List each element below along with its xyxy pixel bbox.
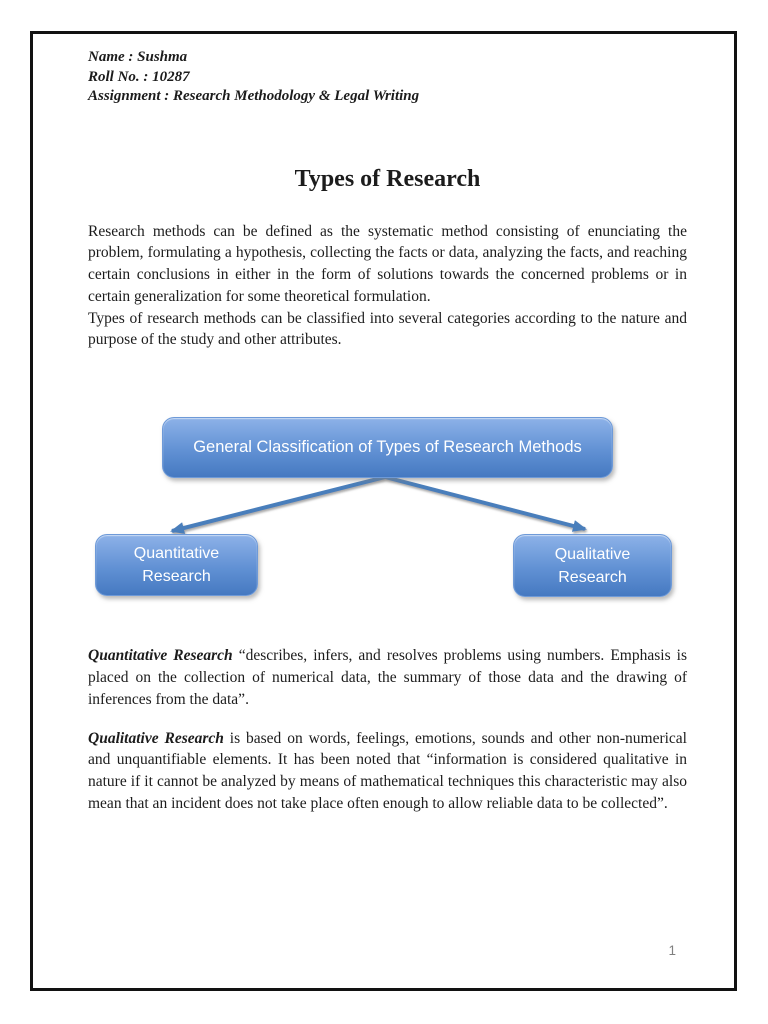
diagram-node-qualitative-research: Qualitative Research [513,534,672,598]
student-info-block: Name : Sushma Roll No. : 10287 Assignmen… [88,34,687,107]
page-number: 1 [668,943,676,958]
quantitative-definition: Quantitative Research “describes, infers… [88,645,687,710]
page-title: Types of Research [294,165,481,192]
diagram-root-label: General Classification of Types of Resea… [193,438,582,457]
assignment-line: Assignment : Research Methodology & Lega… [88,88,420,104]
student-name-line: Name : Sushma [88,49,188,65]
quantitative-label-line1: Quantitative [133,545,220,563]
arrow-to-qualitative [384,475,587,533]
diagram-node-quantitative-research: Quantitative Research [95,534,258,597]
intro-paragraph-2: Types of research methods can be classif… [88,309,687,349]
document-page: Name : Sushma Roll No. : 10287 Assignmen… [30,31,737,991]
diagram-node-general-classification: General Classification of Types of Resea… [162,417,613,479]
qualitative-definition: Qualitative Research is based on words, … [88,728,687,815]
diagram-arrows [170,475,587,535]
classification-diagram: General Classification of Types of Resea… [88,414,687,616]
quantitative-definition-text: “describes, infers, and resolves problem… [88,647,687,708]
qualitative-label-line1: Qualitative [554,545,631,563]
quantitative-label-line2: Research [142,568,211,586]
qualitative-definition-text: is based on words, feelings, emotions, s… [88,729,687,813]
intro-paragraph-1: Research methods can be defined as the s… [88,222,687,305]
qualitative-definition-lead: Qualitative Research [88,729,224,747]
quantitative-definition-lead: Quantitative Research [88,647,233,665]
qualitative-label-line2: Research [558,568,627,586]
arrow-to-quantitative [170,475,386,535]
roll-number-line: Roll No. : 10287 [88,68,190,85]
